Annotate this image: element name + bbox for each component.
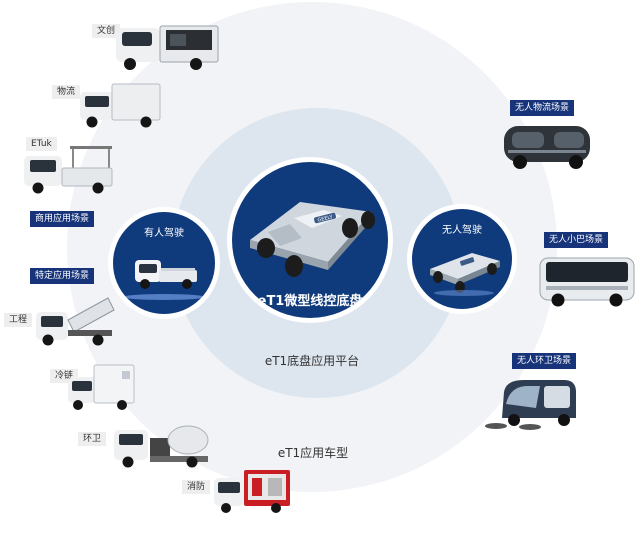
refrigerated-truck-icon [68, 364, 135, 410]
cultural-kiosk-truck-icon [116, 25, 219, 70]
logistics-van-icon [80, 83, 161, 128]
chassis-badge: GEELY [317, 214, 334, 224]
category-tag-commercial: 商用应用场景 [30, 211, 95, 227]
vehicle-tag-logistics: 物流 [52, 85, 81, 99]
manned-driving-label: 有人驾驶 [144, 228, 184, 239]
sanitation-truck-icon [114, 425, 209, 468]
fire-truck-icon [214, 470, 290, 513]
floor-glow [123, 294, 205, 300]
vehicle-tag-cultural: 文创 [92, 24, 121, 38]
chassis-icon: GEELY [250, 202, 375, 277]
chassis-bubble: GEELY eT1微型线控底盘 [232, 162, 388, 318]
etuk-truck-icon [24, 146, 113, 194]
vehicle-tag-fire: 消防 [182, 480, 211, 494]
unmanned-driving-label: 无人驾驶 [442, 225, 482, 236]
dump-truck-icon [36, 297, 115, 346]
platform-title: eT1微型线控底盘 [257, 294, 363, 309]
manned-driving-bubble: 有人驾驶 [113, 212, 215, 314]
scenario-tag-delivery: 无人物流场景 [510, 100, 575, 116]
autonomous-minibus-icon [539, 257, 635, 307]
outer-ring-label: eT1应用车型 [277, 446, 349, 460]
unmanned-chassis-icon [430, 253, 500, 296]
manned-pickup-icon [135, 260, 197, 289]
scenario-tag-minibus: 无人小巴场景 [544, 232, 609, 248]
platform-ring-label: eT1底盘应用平台 [264, 354, 360, 368]
scenario-tag-sweeper: 无人环卫场景 [512, 353, 577, 369]
unmanned-driving-bubble: 无人驾驶 [412, 209, 512, 309]
vehicle-tag-etuk: ETuk [26, 137, 57, 151]
vehicle-tag-engineering: 工程 [4, 313, 33, 327]
category-tag-special: 特定应用场景 [30, 268, 95, 284]
vehicle-tag-sanitation: 环卫 [78, 432, 107, 446]
autonomous-sweeper-icon [485, 380, 576, 430]
autonomous-delivery-pod-icon [504, 126, 590, 169]
